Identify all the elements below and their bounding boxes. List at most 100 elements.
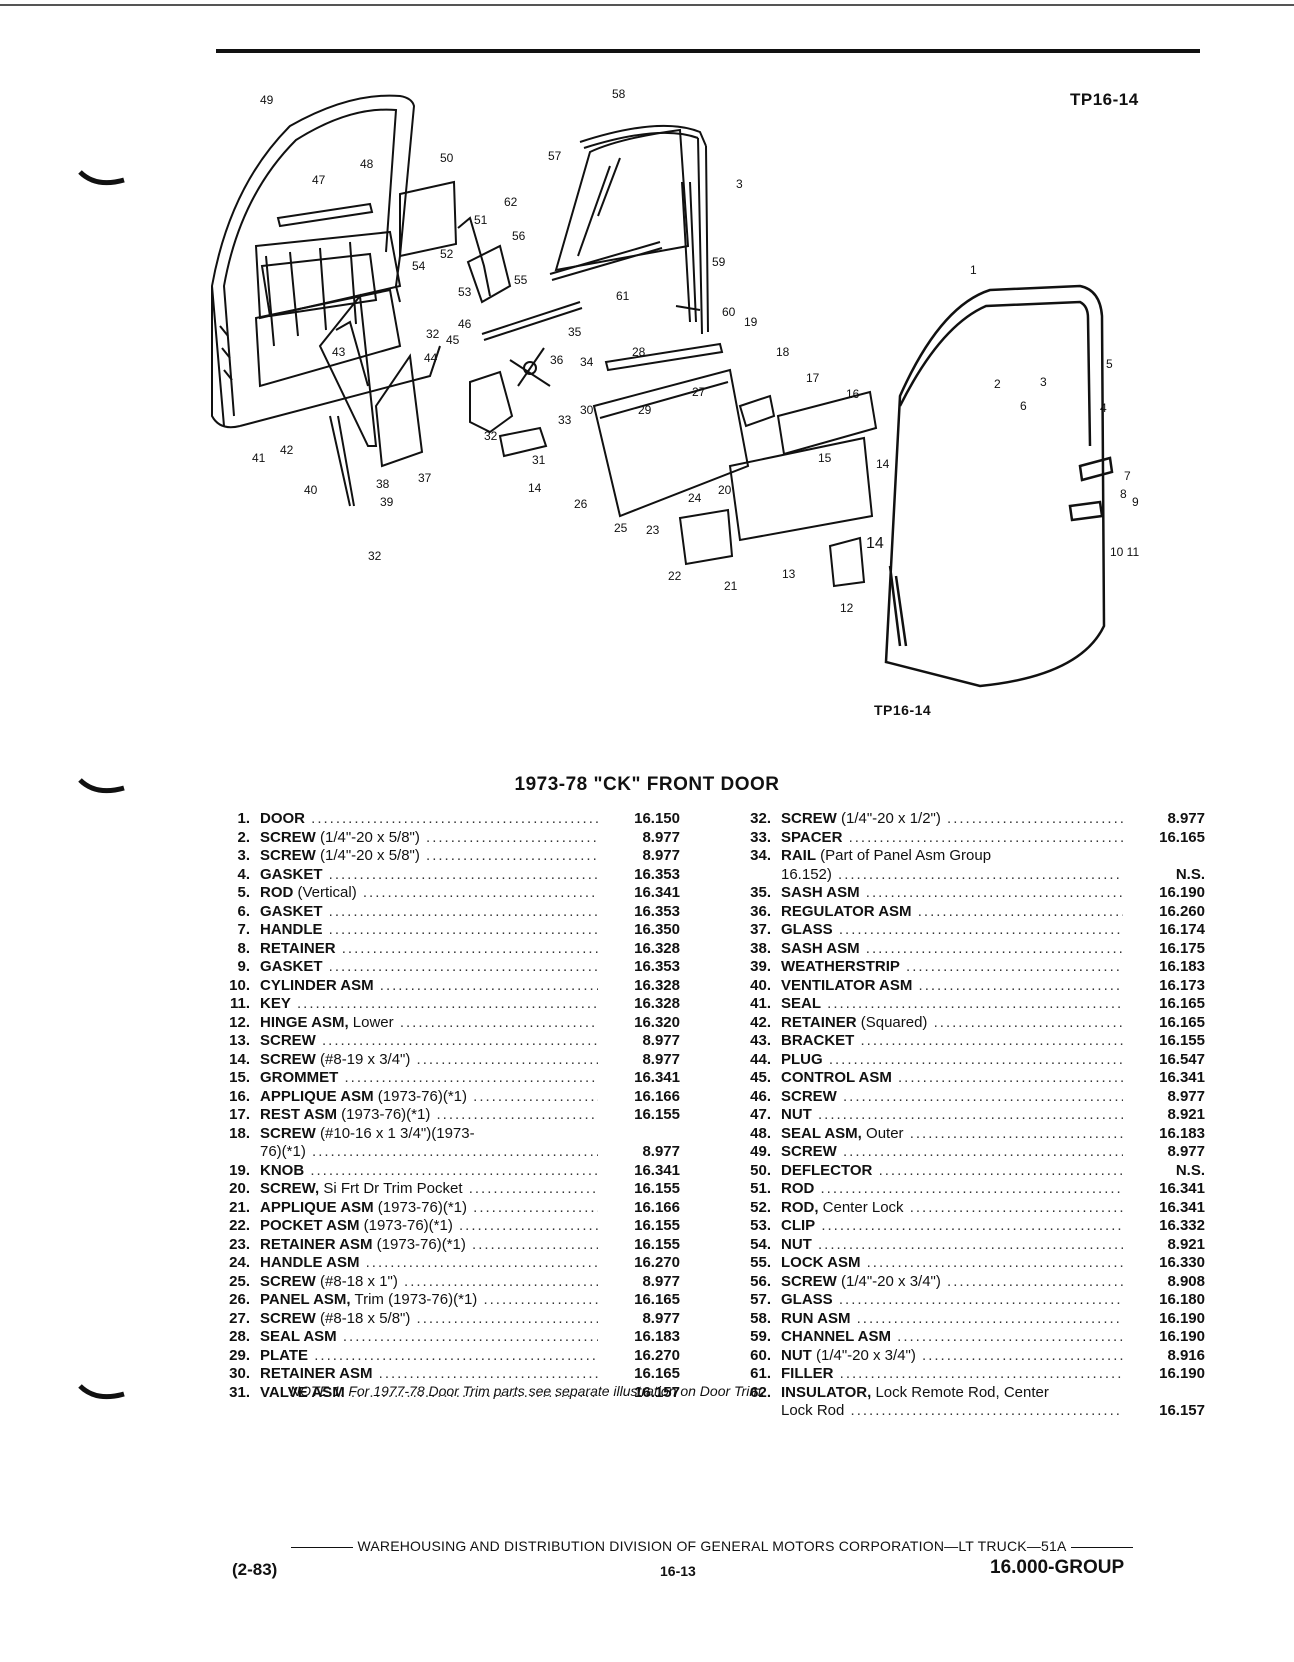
- svg-text:24: 24: [688, 491, 702, 505]
- svg-text:12: 12: [840, 601, 854, 615]
- part-name: NUT ....................................…: [781, 1235, 1123, 1253]
- part-name: HINGE ASM, Lower .......................…: [260, 1013, 598, 1031]
- svg-text:14: 14: [866, 535, 884, 552]
- parts-row: 27.SCREW (#8-18 x 5/8") ................…: [214, 1310, 680, 1329]
- parts-row: 10.CYLINDER ASM ........................…: [214, 977, 680, 996]
- parts-row: 22.POCKET ASM (1973-76)(*1) ............…: [214, 1217, 680, 1236]
- svg-text:43: 43: [332, 345, 346, 359]
- group-number: 16.260: [1159, 902, 1205, 920]
- svg-text:28: 28: [632, 345, 646, 359]
- part-name: FILLER .................................…: [781, 1365, 1123, 1382]
- parts-row: 1.DOOR .................................…: [214, 810, 680, 829]
- group-number: 16.155: [634, 1235, 680, 1253]
- group-number: 16.183: [1159, 958, 1205, 975]
- part-number: 27.: [229, 1309, 250, 1327]
- part-name: CYLINDER ASM ...........................…: [260, 976, 598, 994]
- part-name: CONTROL ASM ............................…: [781, 1069, 1123, 1086]
- group-number: 8.977: [642, 1272, 680, 1290]
- part-number: 44.: [750, 1050, 771, 1068]
- svg-text:6: 6: [1020, 399, 1027, 413]
- part-name: 76)(*1) ................................…: [260, 1143, 598, 1160]
- parts-row: 47.NUT .................................…: [735, 1106, 1205, 1125]
- svg-text:39: 39: [380, 495, 394, 509]
- part-name: GASKET .................................…: [260, 865, 598, 883]
- figure-id-bottom: TP16-14: [874, 702, 932, 718]
- group-number: 16.173: [1159, 976, 1205, 994]
- part-name: GASKET .................................…: [260, 958, 598, 975]
- svg-text:42: 42: [280, 443, 294, 457]
- parts-row: 12.HINGE ASM, Lower ....................…: [214, 1014, 680, 1033]
- parts-row: 43.BRACKET .............................…: [735, 1032, 1205, 1051]
- parts-row: 30.RETAINER ASM ........................…: [214, 1365, 680, 1384]
- part-number: 9.: [237, 958, 250, 975]
- part-name: SASH ASM ...............................…: [781, 939, 1123, 957]
- part-name: VALVE ASM ..............................…: [260, 1383, 598, 1401]
- group-number: 8.977: [642, 1050, 680, 1068]
- group-number: 16.328: [634, 939, 680, 957]
- part-number: 55.: [750, 1254, 771, 1271]
- part-number: 25.: [229, 1272, 250, 1290]
- parts-row: 4.GASKET ...............................…: [214, 866, 680, 885]
- svg-text:13: 13: [782, 567, 796, 581]
- part-number: 33.: [750, 828, 771, 846]
- svg-text:14: 14: [876, 457, 890, 471]
- footnote: NOTE 1: For 1977-78 Door Trim parts see …: [290, 1383, 765, 1399]
- part-number: 52.: [750, 1198, 771, 1216]
- part-number: 39.: [750, 958, 771, 975]
- parts-row: 24.HANDLE ASM ..........................…: [214, 1254, 680, 1273]
- part-name: GROMMET ................................…: [260, 1069, 598, 1086]
- group-number: 16.175: [1159, 939, 1205, 957]
- svg-text:56: 56: [512, 229, 526, 243]
- svg-text:17: 17: [806, 371, 820, 385]
- part-name: ROD, Center Lock .......................…: [781, 1198, 1123, 1216]
- group-number: 16.165: [634, 1291, 680, 1308]
- svg-text:16: 16: [846, 387, 860, 401]
- group-number: 16.180: [1159, 1291, 1205, 1308]
- part-number: 49.: [750, 1143, 771, 1160]
- svg-text:38: 38: [376, 477, 390, 491]
- group-number: 16.183: [1159, 1124, 1205, 1142]
- svg-text:8: 8: [1120, 487, 1127, 501]
- part-name: APPLIQUE ASM (1973-76)(*1) .............…: [260, 1087, 598, 1105]
- footer-page-number: 16-13: [660, 1563, 696, 1579]
- part-number: 51.: [750, 1180, 771, 1197]
- part-name: SASH ASM ...............................…: [781, 884, 1123, 901]
- part-number: 34.: [750, 847, 771, 864]
- parts-row: 76)(*1) ................................…: [214, 1143, 680, 1162]
- exploded-door-diagram: 49 58 50 48 47 57 62 51 3 56 52 54 53 55…: [210, 87, 1139, 688]
- parts-row: 5.ROD (Vertical) .......................…: [214, 884, 680, 903]
- footer-group: 16.000-GROUP: [990, 1557, 1125, 1578]
- part-name: SCREW (#8-18 x 1") .....................…: [260, 1272, 598, 1290]
- svg-text:34: 34: [580, 355, 594, 369]
- part-number: 45.: [750, 1069, 771, 1086]
- svg-text:51: 51: [474, 213, 488, 227]
- part-number: 54.: [750, 1235, 771, 1253]
- group-number: 16.166: [634, 1087, 680, 1105]
- svg-text:3: 3: [1040, 375, 1047, 389]
- seal-and-deflector: [276, 180, 512, 304]
- parts-row: 9. GASKET ...............................…: [214, 958, 680, 977]
- svg-text:54: 54: [412, 259, 426, 273]
- outer-door-shell: [884, 284, 1114, 688]
- parts-row: 13.SCREW ...............................…: [214, 1032, 680, 1051]
- svg-text:27: 27: [692, 385, 706, 399]
- group-number: 16.157: [634, 1383, 680, 1401]
- part-number: 46.: [750, 1087, 771, 1105]
- part-name: RAIL (Part of Panel Asm Group: [781, 847, 992, 864]
- svg-text:45: 45: [446, 333, 460, 347]
- parts-row: 37.GLASS ...............................…: [735, 921, 1205, 940]
- svg-text:32: 32: [426, 327, 440, 341]
- group-number: 16.341: [634, 1161, 680, 1179]
- group-number: 8.977: [1167, 810, 1205, 827]
- svg-text:37: 37: [418, 471, 432, 485]
- svg-text:2: 2: [994, 377, 1001, 391]
- part-number: 36.: [750, 902, 771, 920]
- part-number: 42.: [750, 1013, 771, 1031]
- group-number: 16.341: [1159, 1198, 1205, 1216]
- part-number: 23.: [229, 1235, 250, 1253]
- part-number: 26.: [229, 1291, 250, 1308]
- part-number: 13.: [229, 1032, 250, 1049]
- part-number: 38.: [750, 939, 771, 957]
- part-name: SCREW (1/4"-20 x 3/4") .................…: [781, 1272, 1123, 1290]
- parts-row: 29.PLATE ...............................…: [214, 1347, 680, 1366]
